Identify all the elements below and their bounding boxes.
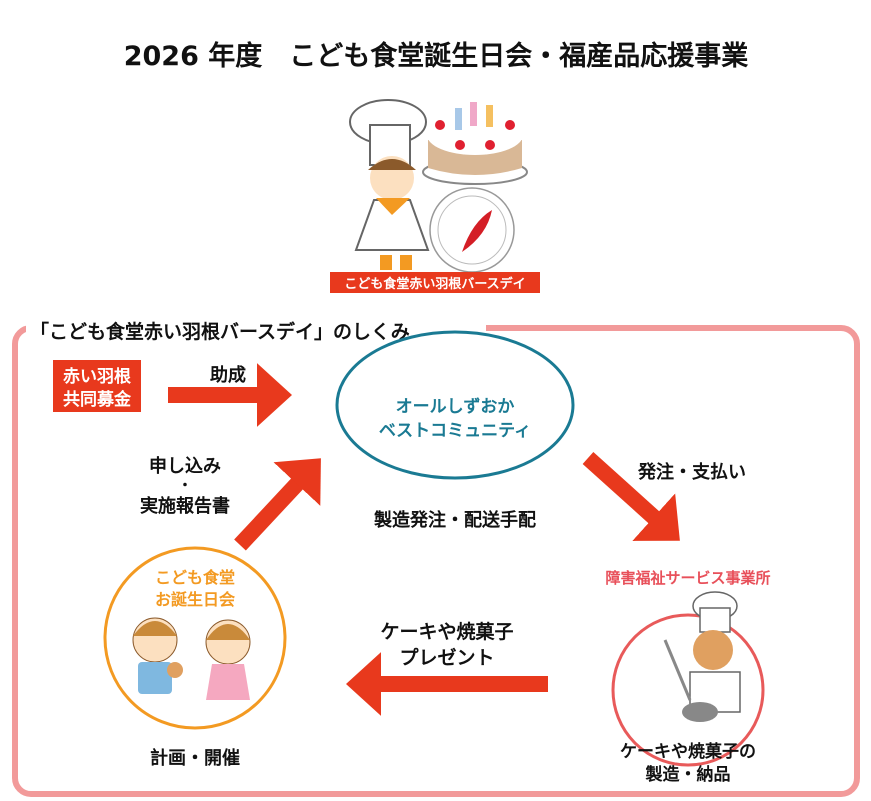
- center-line1: オールしずおか: [396, 397, 515, 417]
- apply-line2: ・: [178, 478, 192, 494]
- workshop-caption1: ケーキや焼菓子の: [620, 741, 756, 762]
- kids-line2: お誕生日会: [155, 590, 235, 609]
- workshop-title: 障害福祉サービス事業所: [605, 569, 770, 587]
- center-caption: 製造発注・配送手配: [373, 509, 536, 531]
- frame-title: 「こども食堂赤い羽根バースデイ」のしくみ: [30, 320, 410, 343]
- center-node: [335, 330, 575, 480]
- page-title: 2026 年度 こども食堂誕生日会・福産品応援事業: [124, 40, 749, 72]
- order-label: 発注・支払い: [637, 461, 746, 483]
- workshop-caption2: 製造・納品: [645, 764, 731, 785]
- grant-label: 助成: [210, 364, 246, 386]
- apply-line1: 申し込み: [149, 455, 221, 477]
- logo: こども食堂赤い羽根バースデイ: [330, 99, 540, 293]
- kids-caption: 計画・開催: [150, 747, 240, 769]
- fund-line2: 共同募金: [63, 389, 132, 410]
- arrow-apply: [234, 458, 321, 551]
- fund-line1: 赤い羽根: [63, 366, 131, 387]
- fund-box: [53, 360, 141, 412]
- center-line2: ベストコミュニティ: [379, 421, 531, 441]
- chef-illustration: [663, 591, 741, 722]
- present-line1: ケーキや焼菓子: [380, 620, 513, 643]
- apply-line3: 実施報告書: [140, 495, 230, 517]
- children-illustration: [132, 617, 251, 700]
- present-line2: プレゼント: [399, 646, 494, 669]
- arrow-order: [582, 452, 680, 541]
- logo-banner: こども食堂赤い羽根バースデイ: [344, 276, 525, 292]
- kids-line1: こども食堂: [155, 568, 235, 587]
